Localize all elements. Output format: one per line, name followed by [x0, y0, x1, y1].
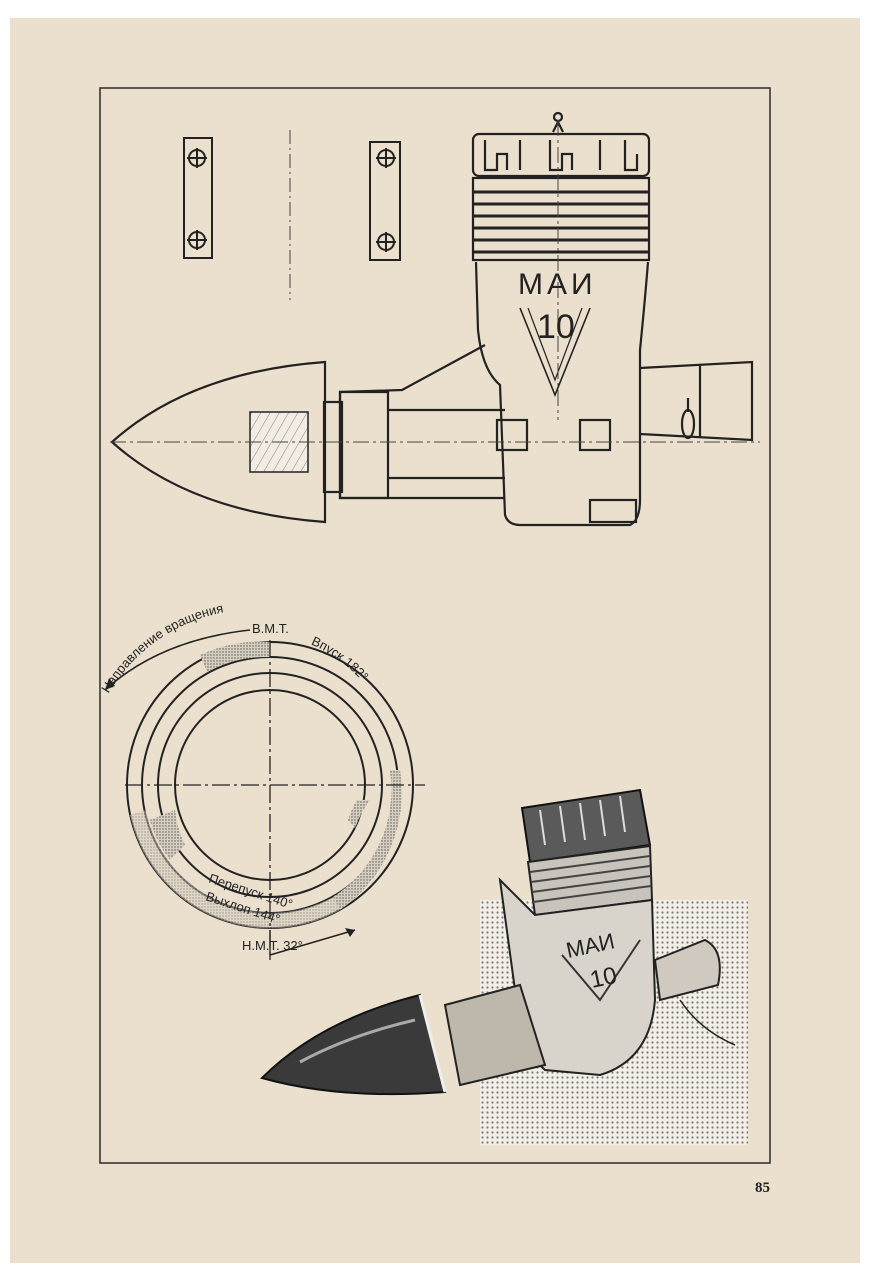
- tdc-sector: [200, 641, 270, 672]
- bdc-label: Н.М.Т. 32°: [242, 938, 303, 953]
- photo-engine-model: 10: [588, 962, 620, 994]
- rotation-direction-label: Направление вращения: [98, 600, 224, 695]
- engine-model-label: 10: [537, 308, 575, 346]
- page-number: 85: [755, 1180, 770, 1196]
- tdc-label: В.М.Т.: [252, 621, 289, 636]
- mount-lug-right: [369, 141, 401, 261]
- timing-diagram: [104, 629, 425, 960]
- mount-lug-left: [183, 137, 213, 259]
- engine-name-label: МАИ: [518, 268, 597, 301]
- engine-side-view: [110, 111, 760, 527]
- intake-label: Впуск 182°: [309, 633, 371, 684]
- engine-photo: [260, 788, 748, 1145]
- drawing-frame: [99, 87, 771, 1164]
